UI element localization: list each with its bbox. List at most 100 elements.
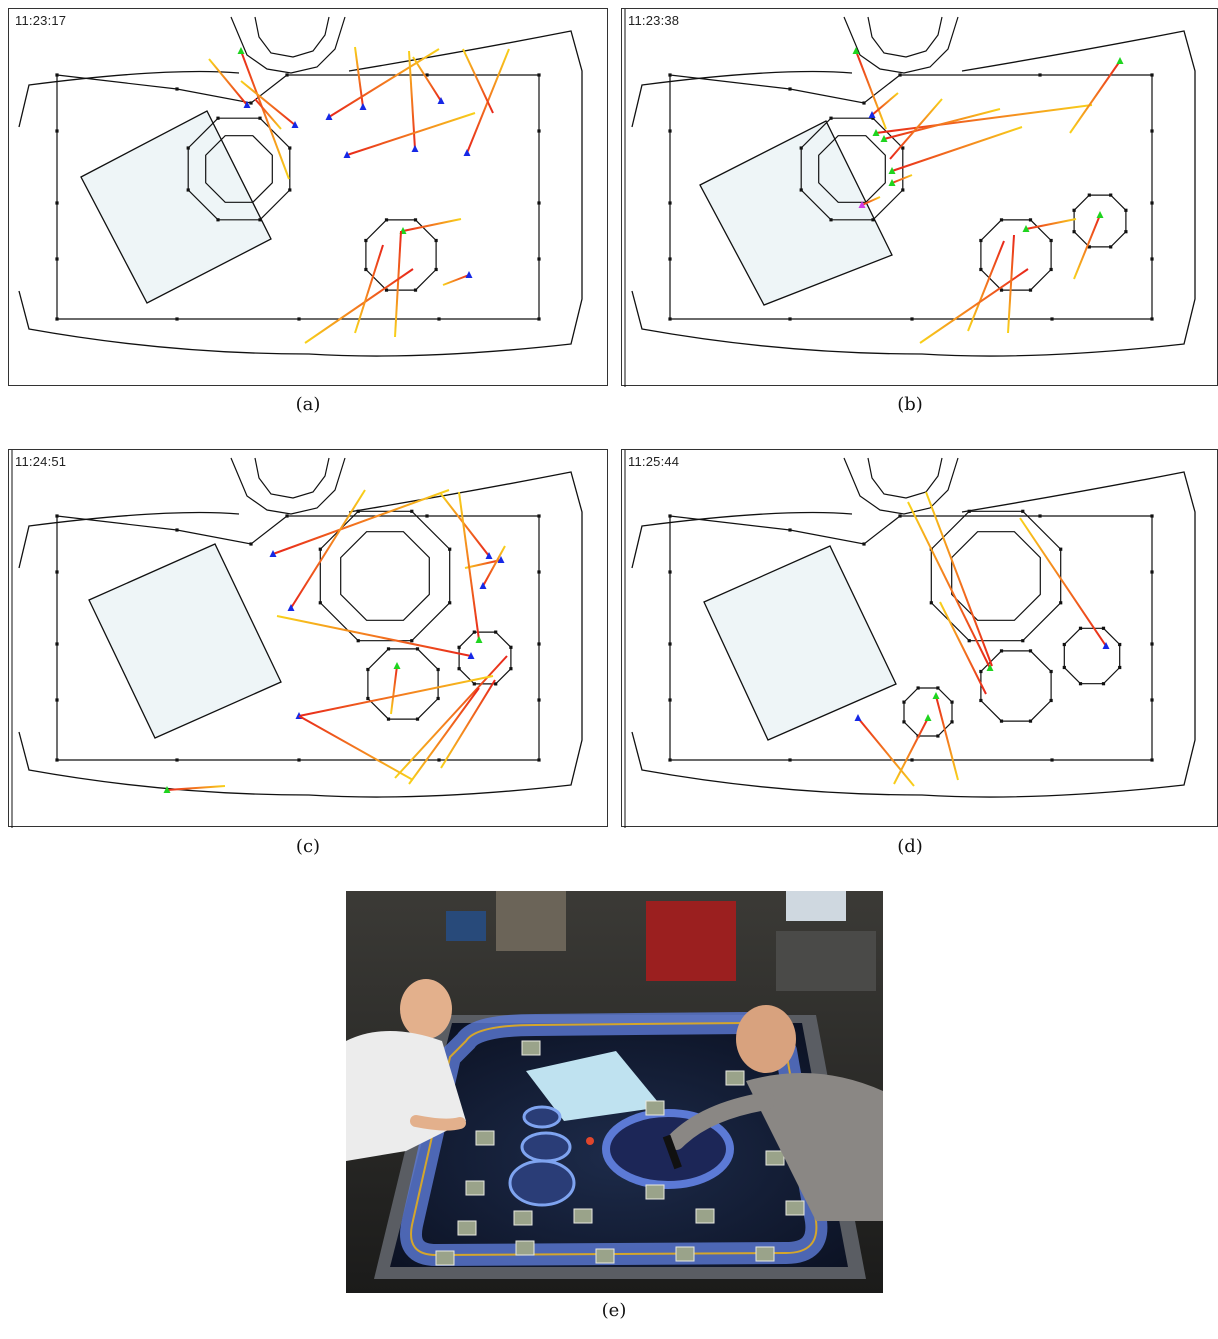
vertex-dot (1150, 642, 1153, 645)
storage-bin-small (368, 649, 438, 719)
storage-bin-inner (341, 532, 430, 621)
vertex-dot (435, 268, 438, 271)
vertex-dot (435, 239, 438, 242)
vertex-dot (448, 601, 451, 604)
vertex-dot (936, 734, 939, 737)
photo-thumbnail (726, 1071, 744, 1085)
vertex-dot (668, 317, 671, 320)
vertex-dot (258, 117, 261, 120)
vertex-dot (537, 73, 540, 76)
vertex-dot (55, 698, 58, 701)
vertex-dot (458, 667, 461, 670)
top-storage-inner (868, 458, 942, 498)
vertex-dot (285, 73, 288, 76)
touch-marker-green (476, 636, 483, 643)
person-left-head (400, 979, 452, 1039)
vertex-dot (1079, 627, 1082, 630)
photo-thumbnail (476, 1131, 494, 1145)
vertex-dot (258, 218, 261, 221)
cabinet (496, 891, 566, 951)
vertex-dot (1124, 209, 1127, 212)
vertex-dot (968, 639, 971, 642)
vertex-dot (788, 758, 791, 761)
vertex-dot (902, 701, 905, 704)
vertex-dot (788, 87, 791, 90)
gesture-trail (277, 616, 471, 656)
gesture-trail (443, 275, 469, 285)
storage-bin-inner (952, 532, 1041, 621)
vertex-dot (1050, 758, 1053, 761)
vertex-dot (473, 631, 476, 634)
vertex-dot (800, 188, 803, 191)
gesture-trail (894, 718, 928, 784)
vertex-dot (1102, 627, 1105, 630)
vertex-dot (1059, 601, 1062, 604)
vertex-dot (668, 73, 671, 76)
vertex-dot (416, 718, 419, 721)
vertex-dot (537, 317, 540, 320)
vertex-dot (1109, 245, 1112, 248)
caption-c: (c) (248, 836, 368, 857)
vertex-dot (537, 642, 540, 645)
vertex-dot (1029, 289, 1032, 292)
vertex-dot (1050, 239, 1053, 242)
tabletop-diagram-d (622, 450, 1218, 828)
storage-bin-small (981, 220, 1051, 290)
gesture-trail (299, 716, 413, 780)
vertex-dot (668, 570, 671, 573)
shared-workspace (704, 546, 896, 740)
vertex-dot (414, 218, 417, 221)
top-storage-outer (844, 458, 958, 514)
vertex-dot (55, 317, 58, 320)
gesture-trail (347, 113, 475, 155)
vertex-dot (55, 257, 58, 260)
vertex-dot (1000, 720, 1003, 723)
vertex-dot (175, 317, 178, 320)
vertex-dot (788, 317, 791, 320)
timestamp-c: 11:24:51 (15, 454, 66, 469)
vertex-dot (930, 601, 933, 604)
tabletop-diagram-b (622, 9, 1218, 387)
vertex-dot (410, 510, 413, 513)
vertex-dot (1150, 698, 1153, 701)
vertex-dot (1150, 758, 1153, 761)
caption-a: (a) (248, 394, 368, 415)
vertex-dot (1063, 643, 1066, 646)
vertex-dot (175, 87, 178, 90)
photo-bin-3 (524, 1107, 560, 1127)
top-storage-inner (255, 458, 329, 498)
vertex-dot (55, 201, 58, 204)
gesture-trail (409, 688, 479, 784)
gesture-trail (908, 502, 990, 668)
photo-thumbnail (574, 1209, 592, 1223)
vertex-dot (1124, 230, 1127, 233)
touch-marker-green (1117, 57, 1124, 64)
vertex-dot (1038, 73, 1041, 76)
vertex-dot (437, 317, 440, 320)
gesture-trail (441, 680, 495, 768)
vertex-dot (285, 514, 288, 517)
vertex-dot (968, 510, 971, 513)
touch-marker-blue (412, 145, 419, 152)
vertex-dot (950, 720, 953, 723)
photo-thumbnail (646, 1101, 664, 1115)
gesture-trail (1026, 219, 1076, 229)
shared-workspace (81, 111, 271, 303)
vertex-dot (319, 548, 322, 551)
tabletop-photo-illustration (346, 891, 883, 1293)
vertex-dot (537, 758, 540, 761)
panel-c: 11:24:51 (8, 449, 608, 827)
vertex-dot (537, 257, 540, 260)
vertex-dot (902, 720, 905, 723)
gesture-trail (167, 786, 225, 790)
vertex-dot (437, 668, 440, 671)
vertex-dot (425, 514, 428, 517)
vertex-dot (216, 218, 219, 221)
storage-bin-small-2 (459, 632, 511, 684)
touch-marker-green (1097, 211, 1104, 218)
vertex-dot (437, 758, 440, 761)
photo-thumbnail (696, 1209, 714, 1223)
monitor (786, 891, 846, 921)
vertex-dot (668, 257, 671, 260)
panel-d: 11:25:44 (621, 449, 1218, 827)
